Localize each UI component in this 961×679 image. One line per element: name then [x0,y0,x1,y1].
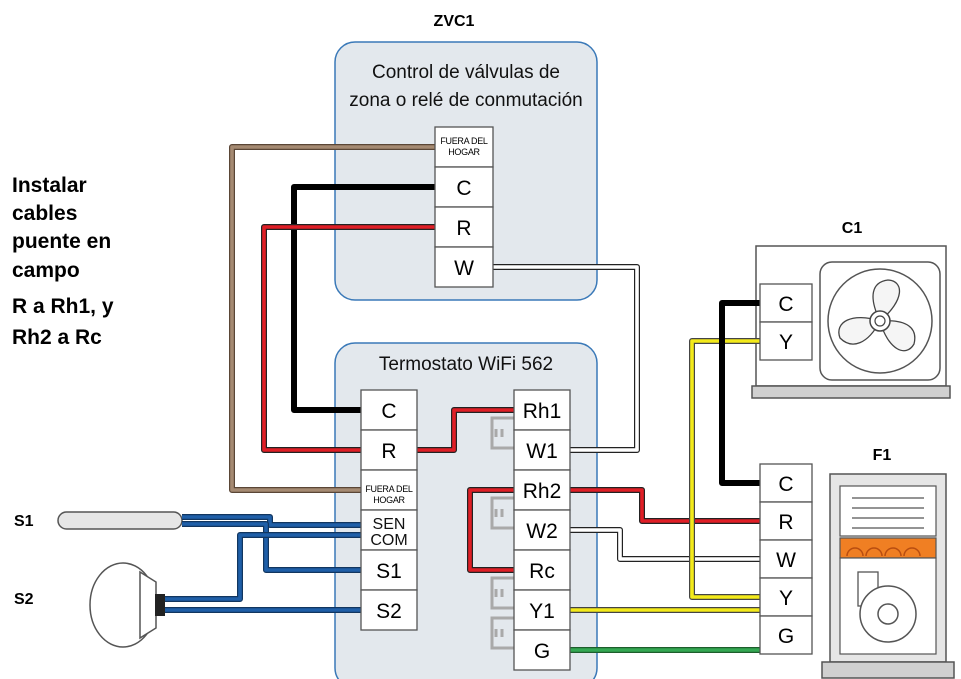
s1-label: S1 [14,513,34,530]
instructions-line-4: campo [12,259,80,282]
f1-terminal-y-label: Y [779,587,793,610]
tstat-sen-label: SEN [373,516,406,533]
zvc1-terminal-w-label: W [454,257,474,280]
f1-terminal-r-label: R [778,511,793,534]
tstat-terminal-c-label: C [381,400,396,423]
tstat-terminal-w1-label: W1 [526,440,558,463]
thermostat-right-terminal-block: Rh1 W1 Rh2 W2 Rc Y1 G [513,389,571,671]
f1-label: F1 [873,447,892,464]
tstat-terminal-r-label: R [381,440,396,463]
tstat-terminal-s2 [360,589,418,631]
c1-label: C1 [842,220,863,237]
wire-black-c1 [720,301,760,485]
wire-brown-outdoor [230,145,435,492]
instructions-line-1: Instalar [12,174,87,197]
c1-terminal-c-label: C [778,293,793,316]
s1-sensor [57,511,183,530]
f1-terminal-c-label: C [778,473,793,496]
f1-terminal-y [759,577,813,617]
thermostat-left-terminal-block: C R FUERA DEL HOGAR SEN COM S1 S2 [360,389,418,631]
condenser-unit [751,245,951,399]
s2-label: S2 [14,591,34,608]
tstat-com-label: COM [370,532,407,549]
instructions-line-3: puente en [12,230,111,253]
tstat-terminal-y1 [513,589,571,631]
blower-icon [857,571,917,643]
instructions-line-6: Rh2 a Rc [12,326,102,349]
tstat-terminal-rh1-label: Rh1 [523,400,562,423]
zvc1-outdoor-label-2: HOGAR [448,147,480,157]
c1-terminal-y [759,321,813,361]
s2-sensor [89,562,165,648]
zvc1-label: ZVC1 [434,13,475,30]
f1-terminal-r [759,501,813,541]
zvc1-title-line2: zona o relé de conmutación [349,90,582,111]
zvc1-outdoor-terminal [434,126,494,168]
wire-red-jumper-rh1 [417,408,514,452]
zvc1-outdoor-label-1: FUERA DEL [440,136,488,146]
zvc1-terminal-block: FUERA DEL HOGAR C R W [434,126,494,288]
tstat-outdoor-label-2: HOGAR [373,495,405,505]
wire-white-f1-outline [570,527,760,562]
jumper-rh1-w1 [490,416,514,450]
f1-terminal-g-label: G [778,625,794,648]
jumpers [490,416,514,650]
jumper-y1-g [490,616,514,650]
zvc1-terminal-w [434,246,494,288]
tstat-terminal-g-label: G [534,640,550,663]
wire-blue-s1-b [182,522,361,572]
tstat-terminal-s2-label: S2 [376,600,402,623]
tstat-outdoor-terminal [360,469,418,511]
jumper-rh2-w2 [490,496,514,530]
c1-terminal-block: C Y [759,283,813,361]
tstat-terminal-rh2-label: Rh2 [523,480,562,503]
instructions-line-2: cables [12,202,77,225]
wire-white-w [493,265,639,452]
zvc1-terminal-r [434,206,494,248]
wires [165,144,760,653]
tstat-terminal-rh1 [513,389,571,431]
tstat-terminal-y1-label: Y1 [529,600,555,623]
wire-yellow-c1 [690,339,760,599]
tstat-terminal-rh2 [513,469,571,511]
f1-terminal-w [759,539,813,579]
wire-red-jumper-rc [468,488,514,572]
wire-red-f1 [570,488,760,523]
f1-terminal-block: C R W Y G [759,463,813,655]
f1-terminal-w-label: W [776,549,796,572]
wire-red-f1-outline [570,487,760,524]
f1-terminal-g [759,615,813,655]
tstat-terminal-s1 [360,549,418,591]
wire-black-c [292,185,435,412]
wire-blue-s1-a [182,515,361,527]
thermostat-title: Termostato WiFi 562 [379,354,553,375]
furnace-unit [821,473,955,679]
instructions-line-5: R a Rh1, y [12,295,114,318]
zvc1-terminal-c [434,166,494,208]
wire-blue-s2-a [165,533,361,601]
f1-terminal-c [759,463,813,503]
jumper-instructions: Instalar cables puente en campo R a Rh1,… [12,174,114,349]
wire-red-r [262,225,435,452]
wire-blue-s1-b-outline [182,521,361,573]
tstat-terminal-rc-label: Rc [529,560,555,583]
jumper-rc-y1 [490,576,514,610]
tstat-terminal-s1-label: S1 [376,560,402,583]
zvc1-terminal-r-label: R [456,217,471,240]
tstat-outdoor-label-1: FUERA DEL [365,484,413,494]
zvc1-title-line1: Control de válvulas de [372,62,560,83]
tstat-terminal-g [513,629,571,671]
zvc1-terminal-c-label: C [456,177,471,200]
c1-terminal-y-label: Y [779,331,793,354]
wire-white-f1 [570,528,760,561]
tstat-terminal-w2-label: W2 [526,520,558,543]
